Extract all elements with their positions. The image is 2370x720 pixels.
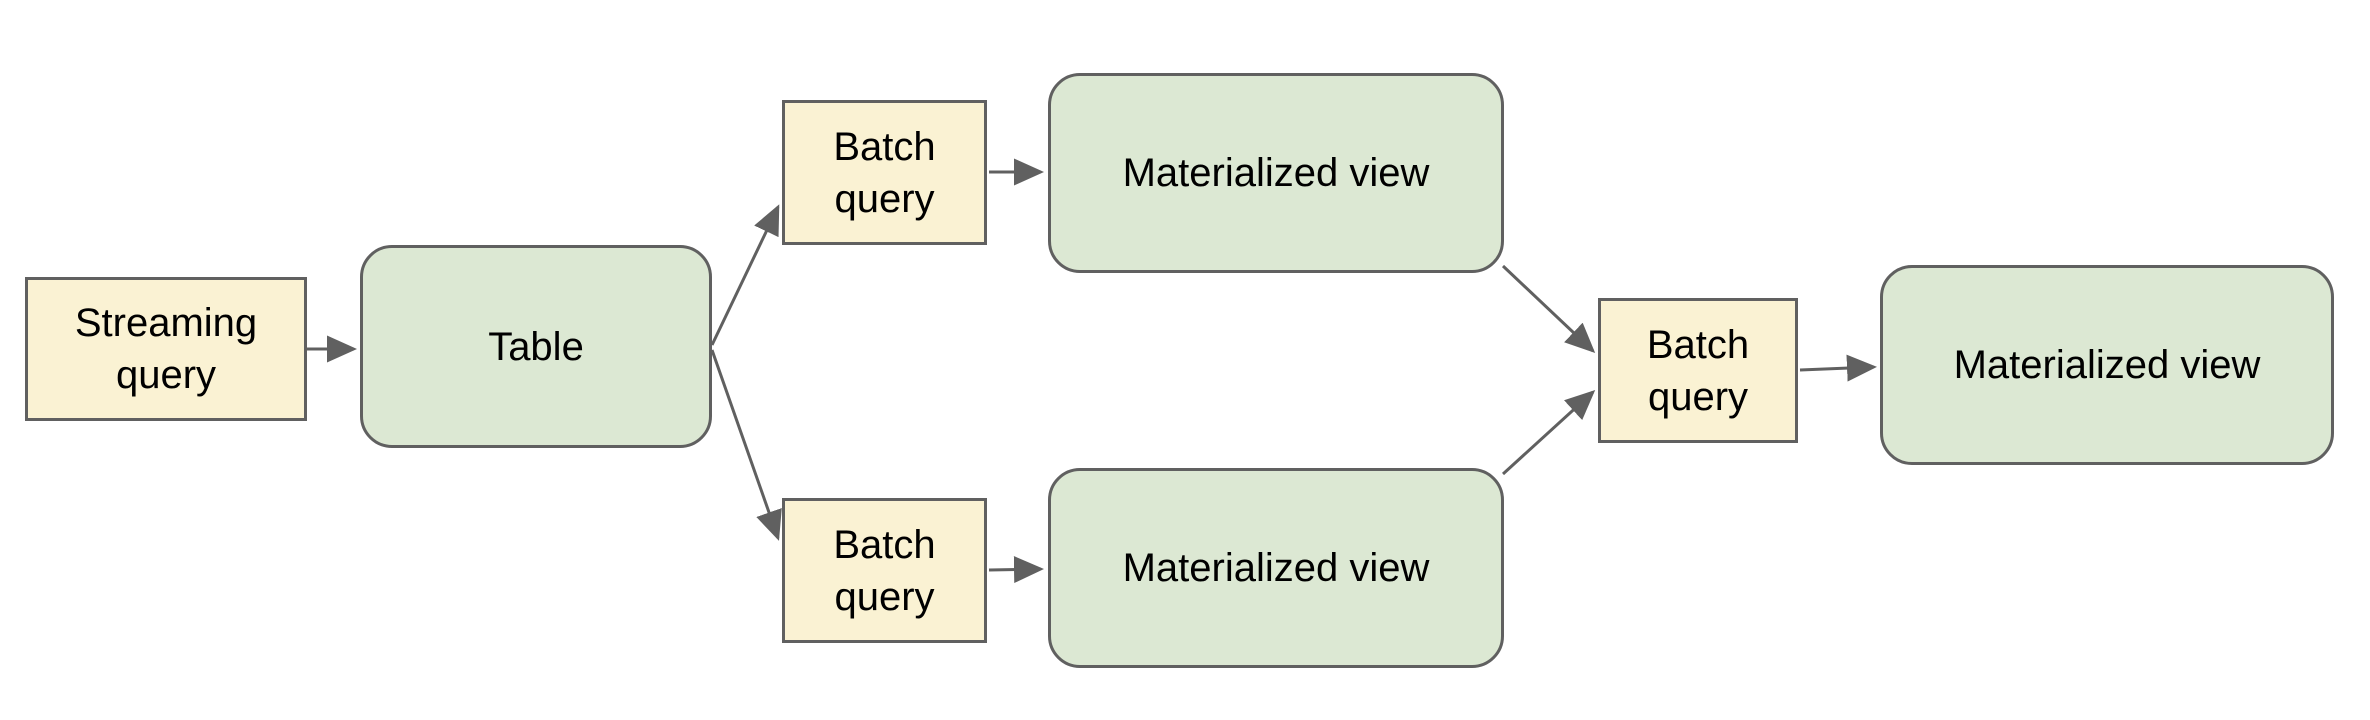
node-batch-query-bottom: Batch query bbox=[782, 498, 987, 643]
edge-mv-top-to-batch-final bbox=[1501, 264, 1596, 354]
node-label: Streaming query bbox=[74, 301, 258, 397]
node-materialized-view-bottom: Materialized view bbox=[1048, 468, 1504, 668]
node-batch-query-final: Batch query bbox=[1598, 298, 1798, 443]
edge-table-to-batch-top bbox=[710, 204, 780, 346]
node-batch-query-top: Batch query bbox=[782, 100, 987, 245]
node-label: Batch query bbox=[833, 124, 936, 221]
node-label: Batch query bbox=[833, 522, 936, 619]
node-label: Materialized view bbox=[1122, 151, 1430, 195]
edge-batch-bottom-to-mv-bottom bbox=[988, 556, 1044, 584]
node-materialized-view-final: Materialized view bbox=[1880, 265, 2334, 465]
node-label: Batch query bbox=[1646, 322, 1750, 419]
node-table: Table bbox=[360, 245, 712, 448]
node-label: Table bbox=[488, 324, 584, 369]
node-label: Materialized view bbox=[1953, 343, 2261, 387]
node-streaming-query: Streaming query bbox=[25, 277, 307, 421]
edge-mv-bottom-to-batch-final bbox=[1501, 389, 1596, 476]
edge-batch-final-to-mv-final bbox=[1799, 354, 1877, 382]
node-materialized-view-top: Materialized view bbox=[1048, 73, 1504, 273]
node-label: Materialized view bbox=[1122, 546, 1430, 590]
edge-table-to-batch-bottom bbox=[710, 349, 782, 541]
